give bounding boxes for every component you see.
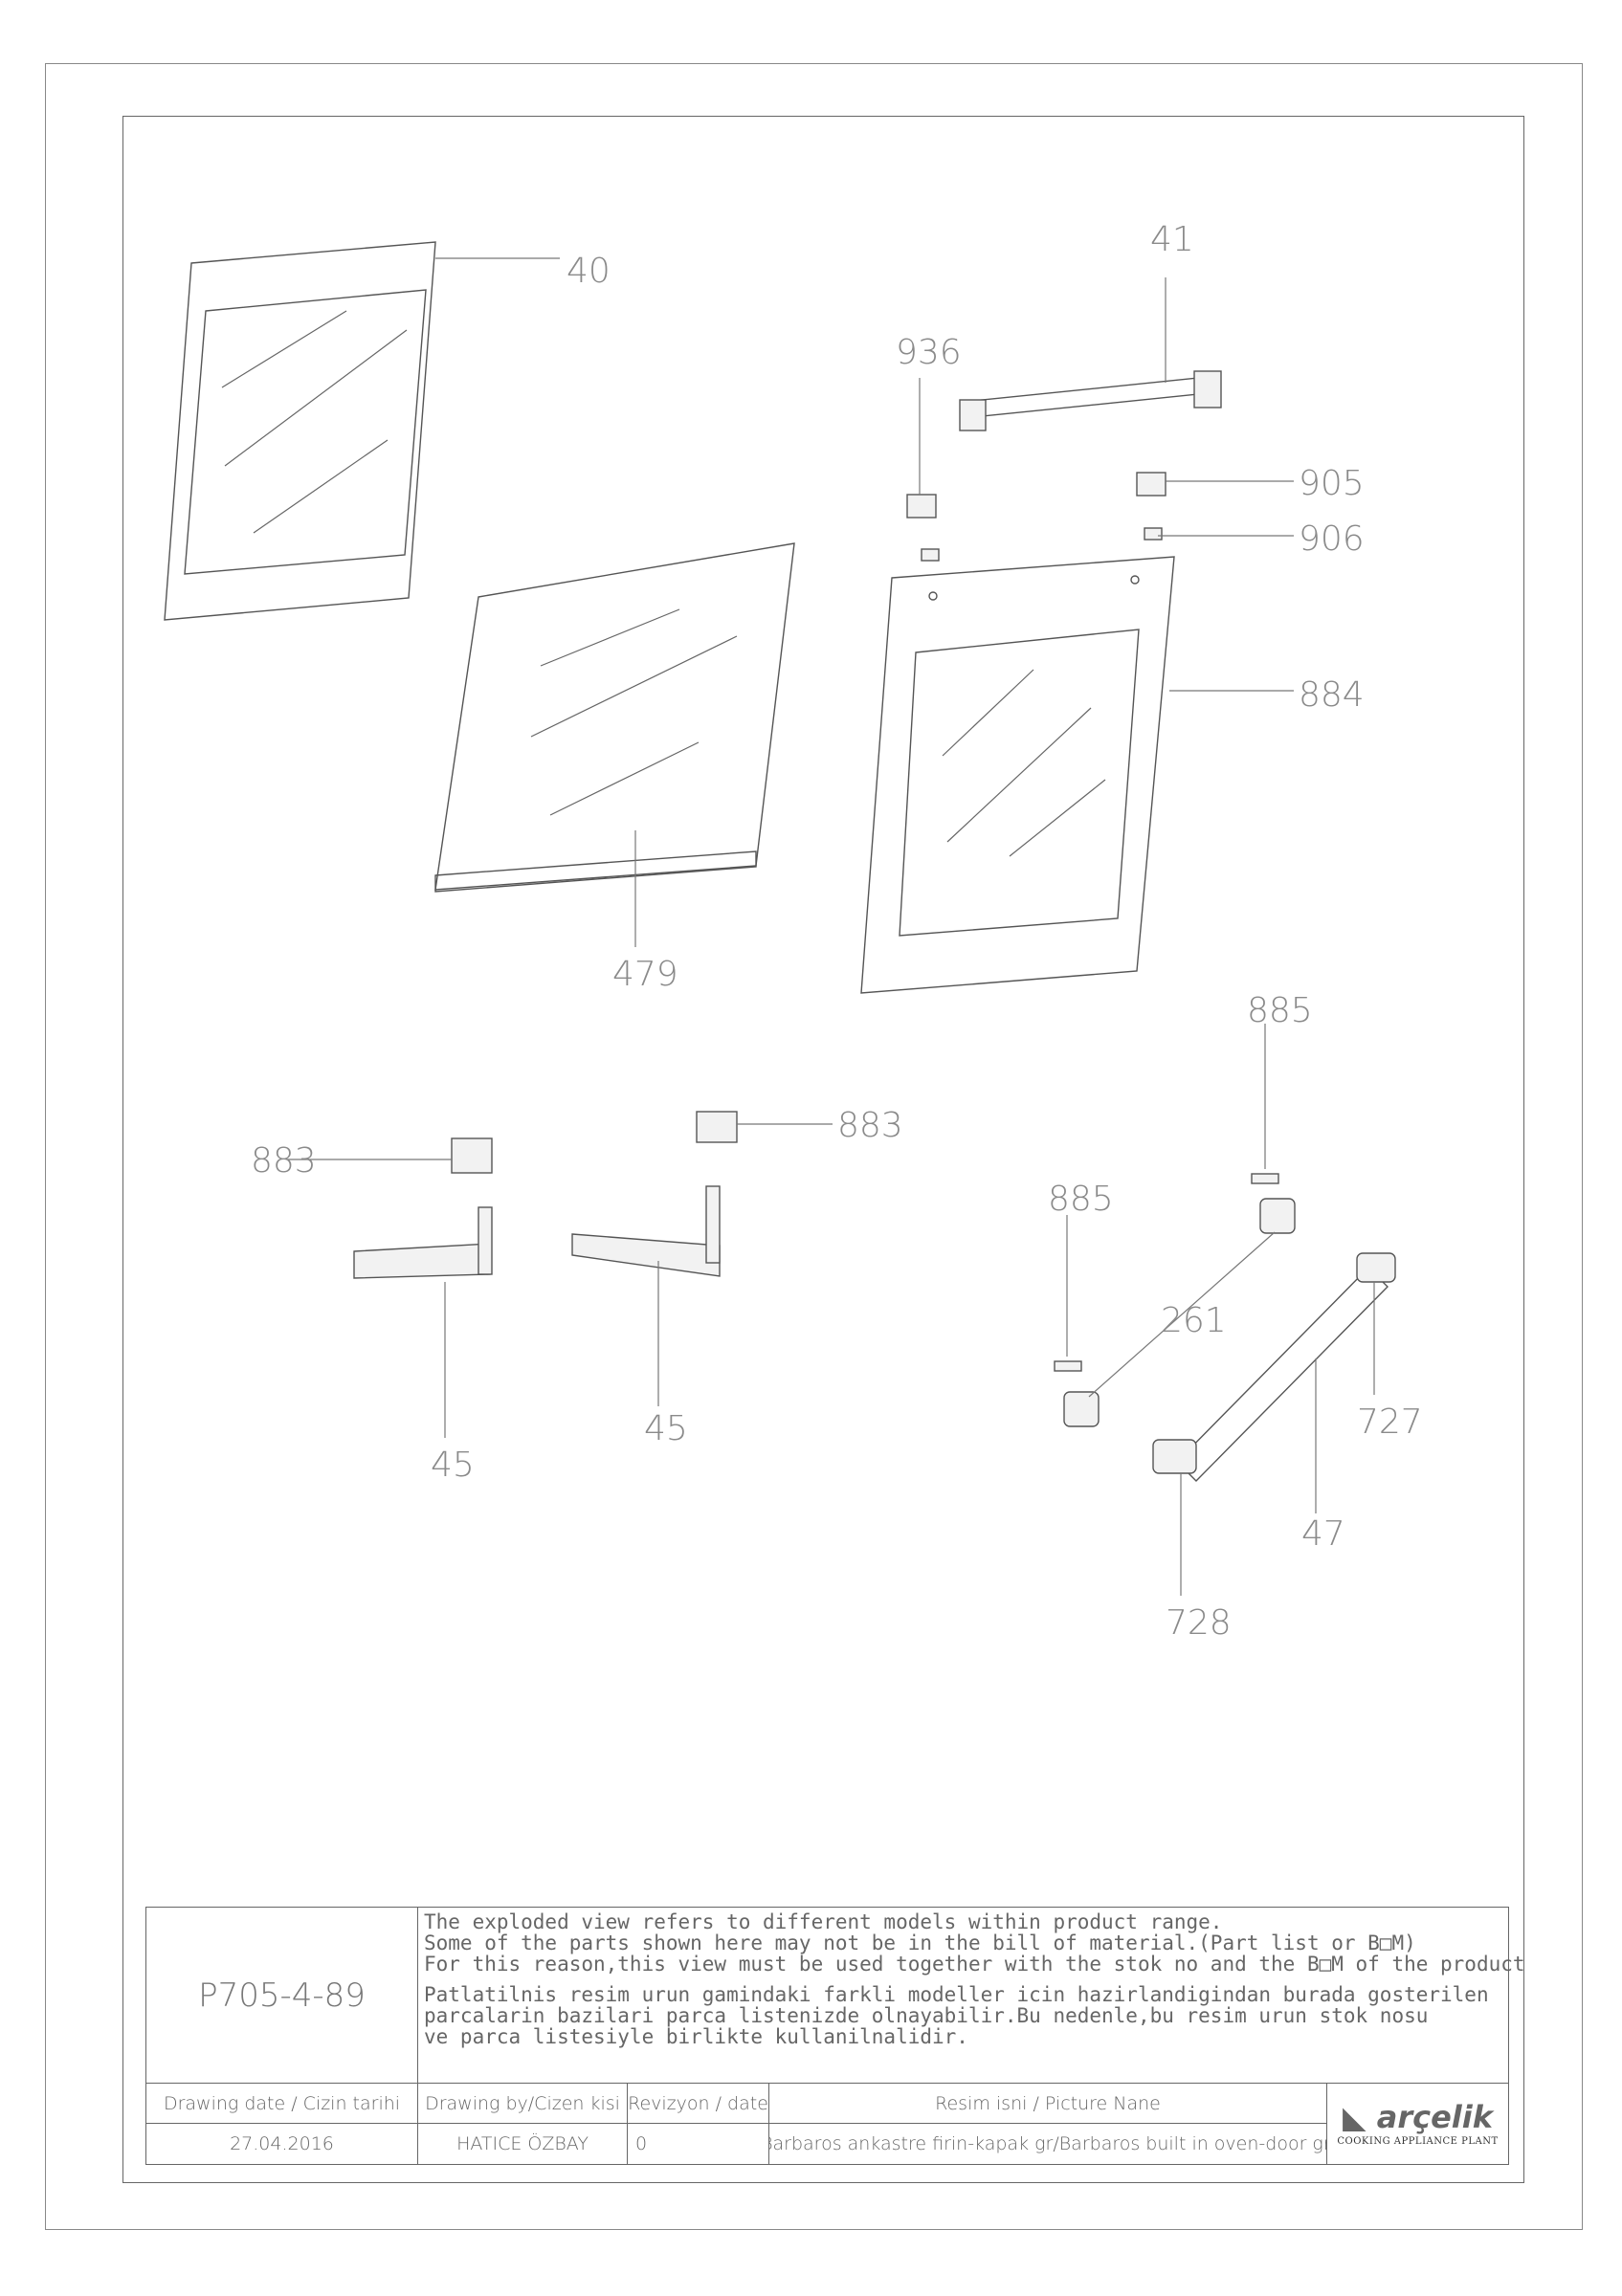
part-883-right-hinge-bracket	[696, 1111, 833, 1143]
callout-727: 727	[1357, 1402, 1423, 1442]
model-code: P705-4-89	[146, 1908, 418, 2084]
value-drawing-date: 27.04.2016	[146, 2124, 418, 2164]
part-261-handle-spacers	[1063, 1198, 1296, 1427]
note-tr-line-1: Patlatilnis resim urun gamindaki farkli …	[424, 1983, 1489, 2006]
logo-swoosh-icon: ◣	[1342, 2098, 1366, 2135]
part-40-outer-glass	[164, 241, 560, 621]
value-drawing-by: HATICE ÖZBAY	[418, 2124, 628, 2164]
value-revision: 0	[628, 2124, 769, 2164]
part-45-right-hinge	[571, 1185, 721, 1406]
value-picture-name: Barbaros ankastre firin-kapak gr/Barbaro…	[769, 2124, 1327, 2164]
callout-883-right: 883	[837, 1106, 903, 1145]
part-47-door-handle	[1152, 1252, 1396, 1513]
inner-frame	[122, 116, 1524, 2183]
logo-brand-text: arçelik	[1376, 2098, 1493, 2135]
part-905-bracket	[1136, 472, 1294, 497]
outer-frame	[45, 63, 1583, 2230]
part-479-middle-glass	[434, 542, 795, 947]
note-tr-line-2: parcalarin bazilari parca listenizde oln…	[424, 2004, 1429, 2027]
disclaimer-notes: The exploded view refers to different mo…	[418, 1908, 1525, 2084]
callout-45-left: 45	[431, 1446, 475, 1485]
callout-884: 884	[1299, 675, 1365, 715]
callout-261: 261	[1161, 1301, 1227, 1340]
logo-brand: ◣ arçelik	[1343, 2102, 1493, 2132]
callout-728: 728	[1166, 1603, 1232, 1643]
part-41-top-profile	[959, 277, 1222, 431]
arcelik-logo: ◣ arçelik COOKING APPLIANCE PLANT	[1327, 2084, 1508, 2164]
callout-40: 40	[567, 252, 611, 291]
part-45-left-hinge	[353, 1206, 493, 1438]
callout-883-left: 883	[251, 1141, 317, 1181]
header-revision: Revizyon / date	[628, 2084, 769, 2124]
part-885-upper-screw	[1251, 1024, 1279, 1184]
header-drawing-by: Drawing by/Cizen kisi	[418, 2084, 628, 2124]
note-en-line-3: For this reason,this view must be used t…	[424, 1953, 1525, 1976]
part-936-clip	[906, 378, 937, 519]
part-885-lower-screw	[1054, 1215, 1082, 1372]
header-drawing-date: Drawing date / Cizin tarihi	[146, 2084, 418, 2124]
callout-41: 41	[1150, 220, 1194, 259]
part-906-screw	[921, 527, 1294, 562]
note-en-line-1: The exploded view refers to different mo…	[424, 1910, 1223, 1933]
callout-885-upper: 885	[1247, 991, 1313, 1030]
callout-885-lower: 885	[1048, 1180, 1114, 1219]
note-tr-line-3: ve parca listesiyle birlikte kullanilnal…	[424, 2025, 968, 2048]
part-883-left-hinge-bracket	[287, 1137, 493, 1174]
callout-45-right: 45	[644, 1409, 688, 1448]
header-picture-name: Resim isni / Picture Nane	[769, 2084, 1327, 2124]
logo-subtitle: COOKING APPLIANCE PLANT	[1337, 2135, 1499, 2147]
callout-905: 905	[1299, 464, 1365, 503]
title-block: P705-4-89 The exploded view refers to di…	[145, 1907, 1525, 2165]
callout-936: 936	[896, 333, 962, 372]
callout-47: 47	[1301, 1514, 1345, 1554]
note-en-line-2: Some of the parts shown here may not be …	[424, 1932, 1416, 1954]
part-884-door-panel	[860, 556, 1294, 994]
callout-906: 906	[1299, 519, 1365, 559]
callout-479: 479	[612, 955, 678, 994]
